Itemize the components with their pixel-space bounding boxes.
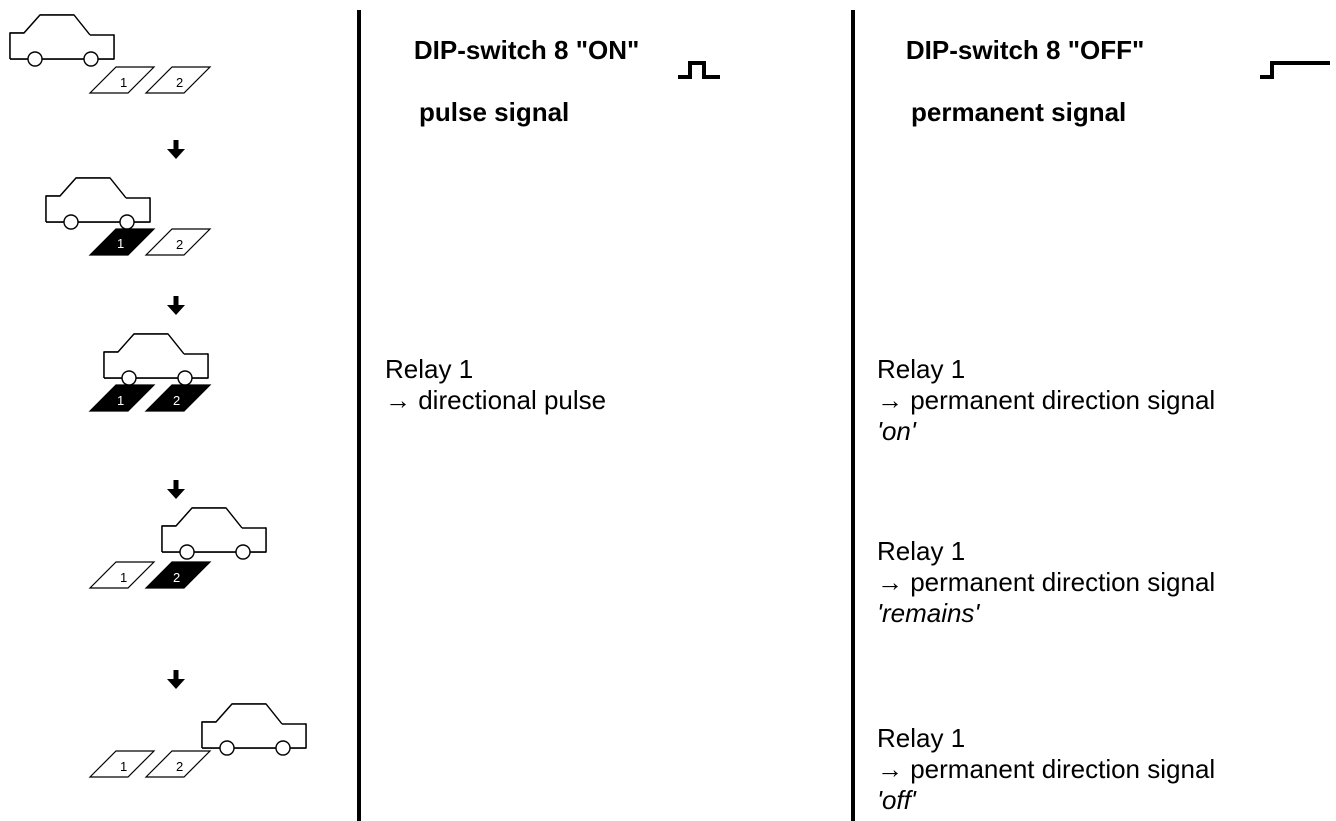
relay-label: Relay 1 <box>877 723 966 753</box>
on-column-header: DIP-switch 8 "ON" pulse signal <box>385 4 639 190</box>
off-column-subtitle: permanent signal <box>911 97 1127 127</box>
step-4: 1 2 <box>89 507 267 589</box>
off-step4-note: Relay 1 → permanent direction signal 're… <box>877 536 1215 629</box>
loop-2-label: 2 <box>176 75 183 90</box>
relay-action: → permanent direction signal <box>877 567 1216 597</box>
relay-action: → permanent direction signal <box>877 385 1216 415</box>
step-5: 1 2 <box>89 703 307 778</box>
relay-state: 'off' <box>877 785 916 815</box>
on-column-title: DIP-switch 8 "ON" <box>413 35 640 65</box>
step-2: 1 2 <box>45 177 211 256</box>
car-icon <box>45 177 151 230</box>
off-column-header: DIP-switch 8 "OFF" permanent signal <box>877 4 1144 190</box>
off-step3-note: Relay 1 → permanent direction signal 'on… <box>877 354 1215 447</box>
loop-2-label: 2 <box>176 237 183 252</box>
loop-2-label: 2 <box>176 759 183 774</box>
loop-1-label: 1 <box>120 570 127 585</box>
loop-1-label: 1 <box>117 393 124 408</box>
step-1: 1 2 <box>9 14 211 94</box>
arrow-down-icon <box>167 670 185 689</box>
loop-2-label: 2 <box>173 393 180 408</box>
on-step3-note: Relay 1 → directional pulse <box>385 354 606 416</box>
relay-label: Relay 1 <box>877 354 966 384</box>
loop-2-label: 2 <box>173 570 180 585</box>
car-icon <box>161 507 267 560</box>
loop-1-label: 1 <box>120 75 127 90</box>
loop-1-label: 1 <box>117 236 124 251</box>
column-divider-left <box>357 10 361 821</box>
on-column-subtitle: pulse signal <box>419 97 570 127</box>
step-signal-icon <box>1260 61 1330 79</box>
relay-action: → permanent direction signal <box>877 754 1216 784</box>
loop-1-label: 1 <box>120 759 127 774</box>
car-icon <box>9 14 115 67</box>
arrow-down-icon <box>167 140 185 159</box>
column-divider-right <box>851 10 855 821</box>
relay-state: 'on' <box>877 416 916 446</box>
relay-label: Relay 1 <box>877 536 966 566</box>
off-column-title: DIP-switch 8 "OFF" <box>905 35 1145 65</box>
off-step5-note: Relay 1 → permanent direction signal 'of… <box>877 723 1215 816</box>
arrow-down-icon <box>167 296 185 315</box>
car-icon <box>201 703 307 756</box>
pulse-signal-icon <box>678 61 720 79</box>
step-3: 1 2 <box>89 333 211 412</box>
car-icon <box>103 333 209 386</box>
arrow-down-icon <box>167 480 185 499</box>
vehicle-sequence: 1 2 1 2 1 2 1 2 <box>9 14 307 778</box>
relay-state: 'remains' <box>877 598 980 628</box>
relay-label: Relay 1 <box>385 354 474 384</box>
relay-action: → directional pulse <box>385 385 607 415</box>
